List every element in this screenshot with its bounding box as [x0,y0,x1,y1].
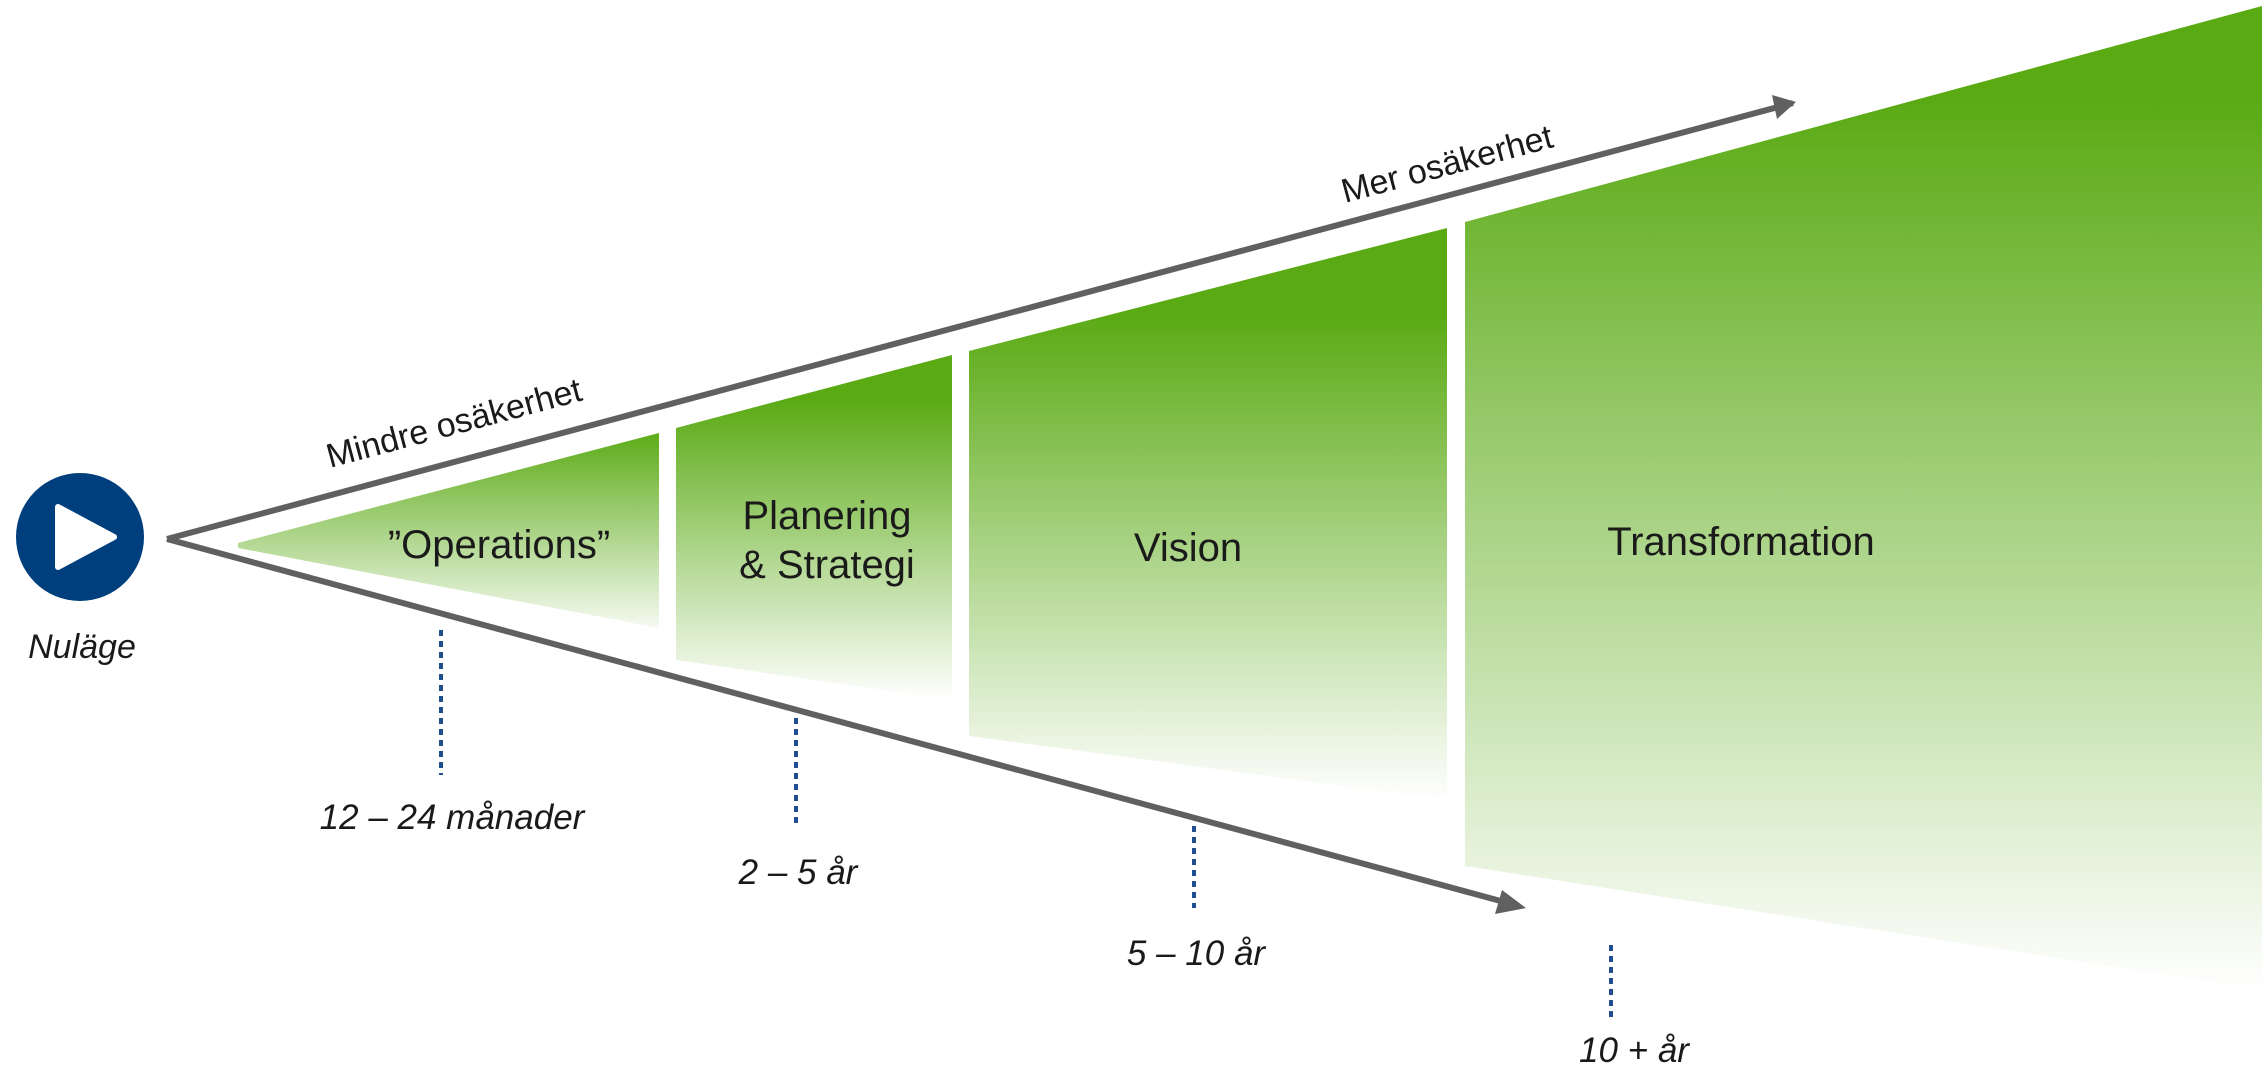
lower-uncertainty-arrow [166,536,1509,906]
lower-arrowhead-icon [1495,890,1526,914]
upper-arrowhead-icon [1772,95,1796,119]
stage-label-transformation: Transformation [1607,520,1875,564]
stage-panel-vision [969,228,1447,800]
stage-panel-planering [676,355,952,700]
stage-label-operations: ”Operations” [388,523,610,567]
horizon-label-vision: 5 – 10 år [1127,934,1266,973]
horizon-label-operations: 12 – 24 månader [320,798,586,837]
stage-label-planering-line2: & Strategi [739,543,915,587]
stage-panel-transformation [1465,6,2262,990]
upper-uncertainty-arrow [166,100,1794,542]
start-label: Nuläge [28,628,136,666]
play-icon [55,504,117,570]
horizon-label-transformation: 10 + år [1579,1031,1690,1066]
stage-label-planering-line1: Planering [742,494,911,538]
stage-label-vision: Vision [1134,526,1242,570]
stage-panel-operations [238,433,659,628]
horizon-label-planering: 2 – 5 år [738,853,859,892]
